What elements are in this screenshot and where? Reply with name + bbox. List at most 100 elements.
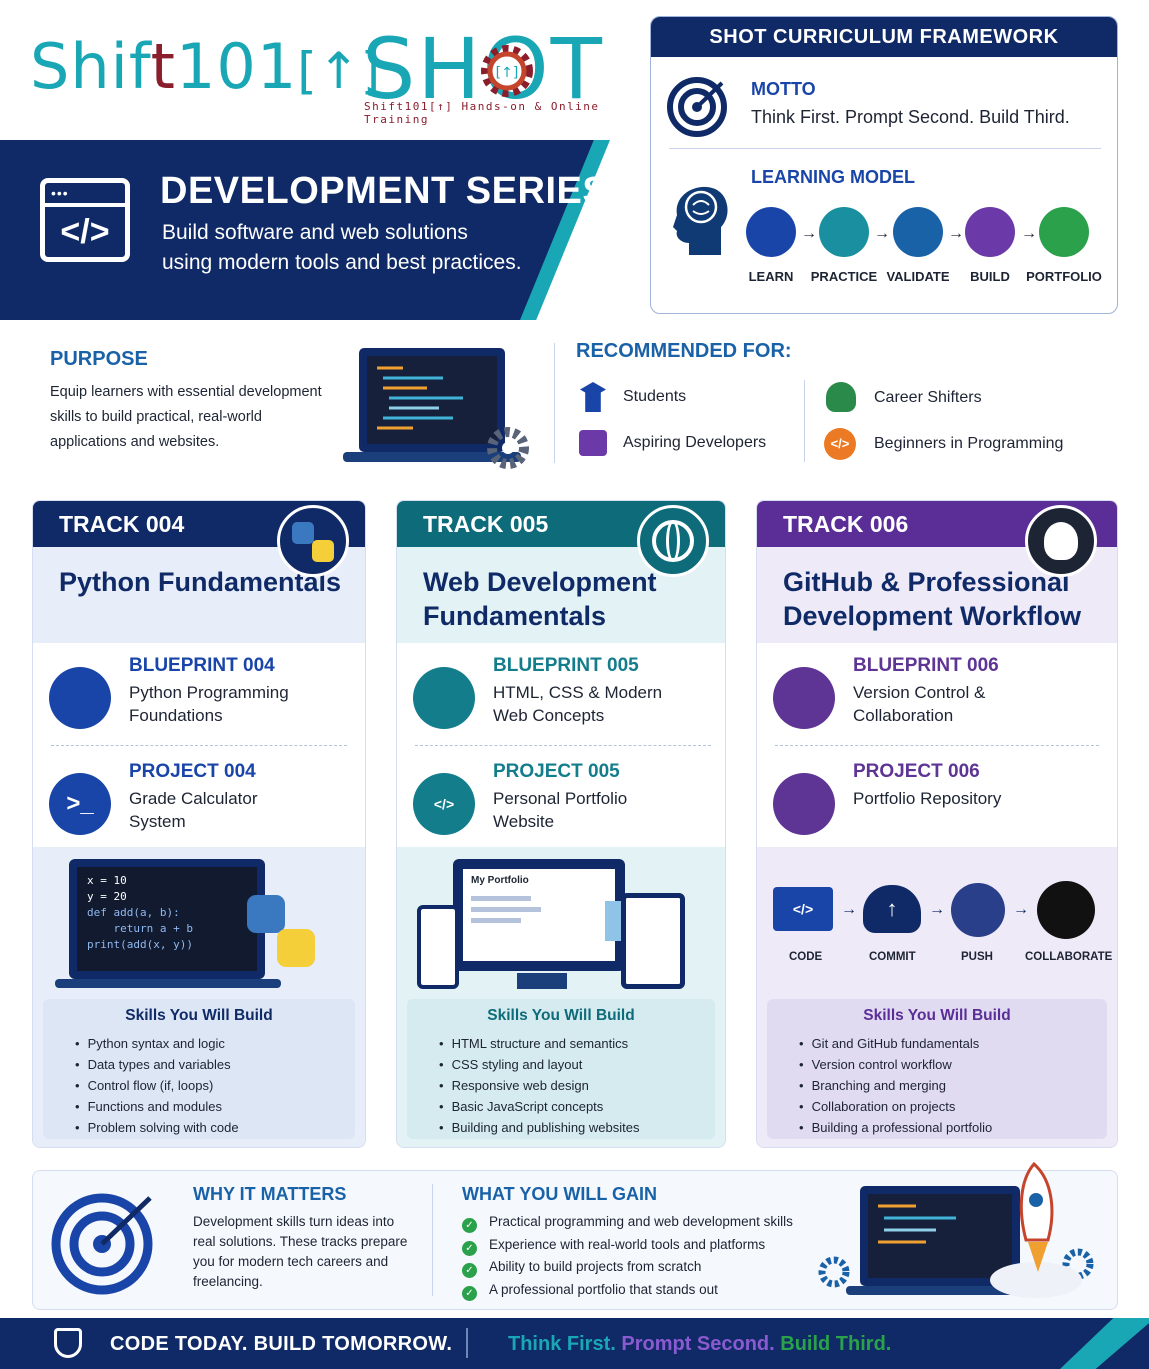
- gain-label: WHAT YOU WILL GAIN: [462, 1184, 657, 1204]
- monitor-stand: [517, 973, 567, 989]
- skill-item: Git and GitHub fundamentals: [799, 1033, 1107, 1054]
- skill-item: Control flow (if, loops): [75, 1075, 355, 1096]
- audience-beginners: Beginners in Programming: [874, 435, 1064, 452]
- cloud-upload-icon: ↑: [863, 885, 921, 933]
- github-logo-icon: [1025, 505, 1097, 577]
- skill-item: Basic JavaScript concepts: [439, 1096, 715, 1117]
- skills-title: Skills You Will Build: [125, 1007, 273, 1024]
- step-build: BUILD: [950, 207, 1030, 284]
- divider: [415, 745, 711, 746]
- track-visual: x = 10 y = 20 def add(a, b): return a + …: [33, 847, 365, 1147]
- skill-item: Python syntax and logic: [75, 1033, 355, 1054]
- branch-icon: [773, 773, 835, 835]
- series-banner: [0, 140, 600, 320]
- code-window-icon: </>: [413, 773, 475, 835]
- monitor-icon: My Portfolio: [453, 859, 653, 971]
- terminal-icon: >_: [49, 773, 111, 835]
- branch-icon: [951, 883, 1005, 937]
- check-icon: ✓: [462, 1263, 477, 1278]
- target-icon: [667, 77, 727, 137]
- tools-icon: [965, 207, 1015, 257]
- tablet-icon: [621, 893, 685, 989]
- arrow-icon: →: [801, 225, 817, 242]
- arrow-icon: →: [1013, 901, 1029, 918]
- laptop-base: [55, 979, 281, 988]
- purpose-label: PURPOSE: [50, 348, 148, 370]
- check-icon: ✓: [462, 1286, 477, 1301]
- gain-item: ✓Experience with real-world tools and pl…: [462, 1237, 765, 1256]
- shot-tagline: Shift101[↑] Hands-on & Online Training: [364, 100, 600, 126]
- svg-text:[↑]: [↑]: [496, 65, 519, 81]
- step-learn: LEARN: [731, 207, 811, 284]
- gain-text: Practical programming and web developmen…: [489, 1214, 793, 1229]
- motto-part: Build Third.: [774, 1333, 892, 1355]
- banner-title: DEVELOPMENT SERIES: [160, 170, 609, 212]
- skill-item: Branching and merging: [799, 1075, 1107, 1096]
- footer-slogan: CODE TODAY. BUILD TOMORROW.: [110, 1333, 453, 1355]
- audience-career-shifters: Career Shifters: [874, 389, 982, 406]
- framework-title: SHOT CURRICULUM FRAMEWORK: [651, 17, 1117, 57]
- skill-item: Building and publishing websites: [439, 1117, 715, 1138]
- skills-title: Skills You Will Build: [863, 1007, 1011, 1024]
- document-icon: [413, 667, 475, 729]
- arrow-icon: →: [1021, 225, 1037, 242]
- brain-head-icon: [673, 186, 728, 255]
- arrow-icon: →: [929, 901, 945, 918]
- globe-icon: [637, 505, 709, 577]
- code-line: y = 20: [87, 890, 127, 903]
- logo-mark: [↑]: [297, 42, 382, 100]
- skill-item: Collaboration on projects: [799, 1096, 1107, 1117]
- check-icon: [893, 207, 943, 257]
- gain-item: ✓Ability to build projects from scratch: [462, 1259, 701, 1278]
- skills-box: Skills You Will Build HTML structure and…: [407, 999, 715, 1139]
- graduation-cap-icon: [580, 382, 606, 412]
- code-circle-icon: </>: [824, 428, 856, 460]
- gain-item: ✓Practical programming and web developme…: [462, 1214, 793, 1233]
- laptop-rocket-icon: [818, 1161, 1094, 1298]
- skill-item: Problem solving with code: [75, 1117, 355, 1138]
- skills-box: Skills You Will Build Git and GitHub fun…: [767, 999, 1107, 1139]
- footer-motto: Think First. Prompt Second. Build Third.: [508, 1333, 891, 1356]
- python-logo-icon: [277, 929, 315, 967]
- track-visual: My Portfolio Skills You Will Build HTML …: [397, 847, 725, 1147]
- python-logo-icon: [277, 505, 349, 577]
- skill-item: Data types and variables: [75, 1054, 355, 1075]
- skill-item: HTML structure and semantics: [439, 1033, 715, 1054]
- track-005-card: TRACK 005 Web Development Fundamentals B…: [396, 500, 726, 1148]
- code-line: x = 10: [87, 874, 127, 887]
- learning-model-label: LEARNING MODEL: [751, 167, 915, 187]
- curriculum-framework-panel: SHOT CURRICULUM FRAMEWORK MOTTO Think Fi…: [650, 16, 1118, 314]
- gear-logo-icon: [↑]: [481, 45, 533, 97]
- skill-item: Functions and modules: [75, 1096, 355, 1117]
- document-icon: [773, 667, 835, 729]
- briefcase-icon: [579, 430, 607, 456]
- code-line: def add(a, b):: [87, 906, 180, 919]
- step-portfolio: PORTFOLIO: [1024, 207, 1104, 284]
- target-icon: [51, 1193, 153, 1295]
- person-icon: [826, 382, 856, 412]
- document-icon: [49, 667, 111, 729]
- phone-icon: [417, 905, 459, 989]
- motto-text: Think First. Prompt Second. Build Third.: [751, 107, 1070, 127]
- portfolio-screen-title: My Portfolio: [471, 875, 529, 886]
- track-visual: </> → ↑ → → CODE COMMIT PUSH COLLABORATE…: [757, 847, 1117, 1147]
- divider: [466, 1328, 468, 1358]
- divider: [432, 1184, 433, 1296]
- divider: [669, 148, 1101, 149]
- arrow-icon: →: [874, 225, 890, 242]
- shot-logo: SHOT [↑] Shift101[↑] Hands-on & Online T…: [362, 20, 602, 126]
- motto-part: Prompt Second.: [615, 1333, 775, 1355]
- divider: [804, 380, 805, 462]
- laptop-code-icon: [343, 348, 529, 469]
- purpose-text: Equip learners with essential developmen…: [50, 384, 322, 450]
- arrow-icon: →: [948, 225, 964, 242]
- gain-text: A professional portfolio that stands out: [489, 1282, 718, 1297]
- logo-text-suffix: 101: [175, 30, 298, 103]
- audience-students: Students: [623, 388, 687, 405]
